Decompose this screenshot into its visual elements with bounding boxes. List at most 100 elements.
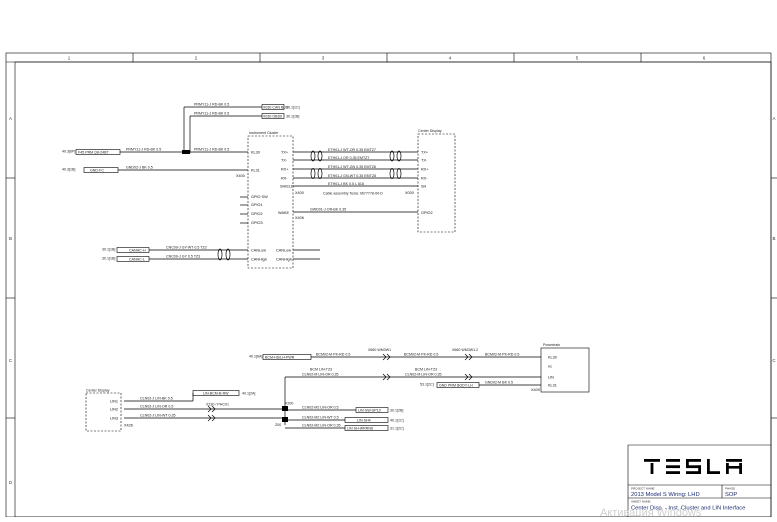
pin-kl31: KL31 — [251, 169, 260, 173]
col-label-6: 6 — [703, 56, 706, 61]
powertrain-title: Powertrain — [543, 343, 560, 347]
row-label-b-right: B — [772, 236, 775, 241]
pin-gpio1: GPIO1 — [251, 203, 263, 207]
project-value: 2013 Model S Wiring: LHD — [631, 492, 700, 498]
row-label-c-right: C — [772, 358, 776, 363]
wire-label-w22: CLN02-J LIN-OR 0.5 — [140, 405, 173, 409]
cd-pin-rxm: RX- — [421, 177, 428, 181]
gpio-stubs — [240, 196, 248, 224]
col-label-2: 2 — [195, 56, 198, 61]
wire-label-w20: GND02-M BK 0.5 — [485, 381, 513, 385]
x230-label: X230 / PHC01 — [206, 403, 229, 407]
ref-3d1: 30.1[2B] — [390, 408, 403, 412]
ref-30-2: 30.1[1B] — [286, 114, 299, 118]
row-label-a: A — [9, 116, 12, 121]
pin-wake: WAKE — [278, 211, 290, 215]
ref-403: 40.3[1B] — [62, 168, 75, 172]
gnd-prm-label: GND PRM BODY-LH — [439, 383, 473, 387]
cdb-pin-lin1: LIN1 — [110, 400, 118, 404]
ref-401: 40.1[6A] — [249, 355, 262, 359]
pin-gpio2: GPIO2 — [251, 212, 263, 216]
row-label-c: C — [9, 358, 13, 363]
cdb-pin-lin3: LIN3 — [110, 417, 118, 421]
col-label-1: 1 — [68, 56, 71, 61]
wire-label-w4: GND02-J BK 0.5 — [126, 166, 153, 170]
pin-rx-plus: RX+ — [281, 168, 289, 172]
can-lo-label: CANHC-L — [129, 257, 145, 261]
row-ticks: A B C D A B C — [6, 116, 777, 485]
ref-40-3: 40.3[6P] — [62, 150, 75, 154]
center-display-bottom-box — [85, 392, 122, 432]
row-label-a-right: A — [772, 116, 775, 121]
wire-label-w11: CNC09-J GY-WT 0.5 TZ3 — [166, 246, 207, 250]
wire-label-w1b: PRMY11-J RD-BK 0.5 — [126, 148, 161, 152]
center-display-top: Center Display TX+ TX- RX+ RX- SH X000 G… — [405, 129, 456, 233]
sheet-label: SHEET NAME — [631, 499, 650, 503]
wire-label-w10: GWD01-J OR-BK 0.35 — [310, 208, 346, 212]
pin-gpio3: GPIO3 — [251, 221, 263, 225]
pt-pin-x409: X409 — [531, 388, 540, 392]
ref-3d2: 40.1[1C] — [390, 418, 404, 422]
x030-obdii: X030 OBDII — [263, 114, 282, 118]
ref-30-1: 30.1[1C] — [286, 105, 300, 109]
x030-canbus: X030 CAN BUS — [263, 105, 289, 109]
pin-canhigh: CANHigh — [251, 258, 267, 262]
power-feed-wires: PRMY11-J RD-BK 0.5 X030 CAN BUS 30.1[1C]… — [62, 103, 300, 173]
windows-activation-watermark: Активация Windows — [600, 507, 702, 517]
gnd-fc: GND-FC — [90, 168, 104, 172]
col-label-4: 4 — [449, 56, 452, 61]
lin-gw2-label: LIN SH4 — [357, 418, 371, 422]
ref-531: 53.1[2C] — [420, 383, 434, 387]
cd-pin-x000: X000 — [405, 191, 414, 195]
pin-kl30: KL30 — [251, 151, 260, 155]
wire-label-w24: CLN02-M2 LIN-OR 0.5 — [302, 406, 339, 410]
col-label-3: 3 — [322, 56, 325, 61]
can-hi-label: CANHC-H — [129, 248, 146, 252]
ref-3d3: 31.1[2C] — [390, 426, 404, 430]
wire-label-w18: BCM LIN-TZ3 — [415, 368, 437, 372]
fuse-prm: F45 PRM Q8-24BT — [78, 150, 110, 154]
wire-label-w5: ETH01-J WT-OR 0.35 EMTZ7 — [328, 148, 376, 152]
cdb-pin-x426: X426 — [124, 424, 133, 428]
ref-301b: 30.1[1B] — [102, 257, 115, 261]
pin-shield: SHIELD — [280, 185, 294, 189]
row-label-b: B — [9, 236, 12, 241]
pin-canlow-r: CANLow — [276, 249, 291, 253]
can-wires: 30.1[1B] CANHC-H CNC09-J GY-WT 0.5 TZ3 3… — [102, 246, 320, 262]
wire-label-w14: BCM02-M PK-RD 0.5 — [404, 353, 438, 357]
cable-assembly-label: Cable assembly Tesla: 0677778-00-D — [323, 192, 383, 196]
center-display-bottom-title: Center Display — [86, 389, 110, 393]
wire-label-w9: ETH01-J BK 0.5 L 818 — [328, 182, 364, 186]
z00-label: Z00 — [275, 423, 281, 427]
wire-label-w2: PRMY11-J RD-BK 0.5 — [194, 112, 229, 116]
wire-label-w6: ETH01-J OR 0.35 EMTZ7 — [328, 156, 369, 160]
lin-bcm-label: LIN-BCM-B-RW — [203, 391, 229, 395]
wire-label-w17: CLN02-M LIN-OR 0.35 — [302, 373, 339, 377]
center-display-top-title: Center Display — [418, 129, 442, 133]
wire-label-w26: CLN02-M2 LIN-OR 0.35 — [302, 424, 341, 428]
wire-label-w21: CLN02-J LIN-BK 0.5 — [140, 397, 173, 401]
wire-label-w19: CLN02-M LIN-OR 0.35 — [405, 373, 442, 377]
pin-tx-minus: TX- — [281, 159, 288, 163]
ref-4021: 40.1[2A] — [242, 391, 255, 395]
x660-label: X660 WM3W1 — [368, 348, 391, 352]
lin-gw1-label: LIN GW-SP10 — [358, 408, 381, 412]
cd-pin-txp: TX+ — [421, 151, 429, 155]
wire-label-w1: PRMY11-J RD-BK 0.5 — [194, 103, 229, 107]
wire-label-w13: BCM02-M PK-RD 0.5 — [316, 353, 350, 357]
x660b-label: X660 WM3W1.2 — [452, 348, 478, 352]
pin-rx-minus: RX- — [281, 177, 288, 181]
title-block: PROJECT NAME 2013 Model S Wiring: LHD PH… — [627, 444, 771, 517]
pt-pin-kl31: KL31 — [548, 383, 557, 387]
project-label: PROJECT NAME — [631, 486, 654, 490]
powertrain-box — [540, 347, 590, 393]
pt-pin-kl30: KL30 — [548, 355, 557, 359]
cd-pin-txm: TX- — [421, 159, 428, 163]
wire-label-w15: BCM02-M PK-RD 0.5 — [485, 353, 519, 357]
wire-label-w25: CLN02-M2 LIN-WT 0.5 — [302, 416, 339, 420]
col-label-5: 5 — [576, 56, 579, 61]
bcm-hs-label: BCM-HS/LH-PWR — [265, 355, 295, 359]
column-ticks: 1 2 3 4 5 6 — [68, 53, 706, 62]
